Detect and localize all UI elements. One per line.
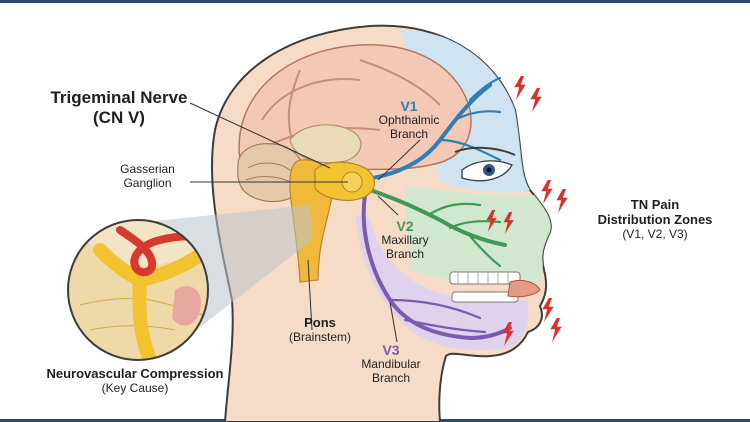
leader-lines: [189, 102, 421, 343]
gasserian-label: Gasserian Ganglion: [105, 162, 190, 191]
pons-label: Pons (Brainstem): [280, 315, 360, 345]
lightning-bolt-icon: [514, 76, 526, 100]
v2-name-1: Maxillary: [381, 233, 429, 248]
gasserian-ganglion: [314, 161, 375, 201]
nerve-branches: [358, 76, 512, 341]
compression-title: Neurovascular Compression: [46, 366, 224, 381]
v1-code: V1: [400, 98, 418, 114]
zones-subtitle: (V1, V2, V3): [622, 226, 688, 241]
v2-code: V2: [396, 218, 414, 234]
compression-subtitle: (Key Cause): [101, 380, 169, 395]
gasserian-line-1: Gasserian: [120, 162, 175, 176]
trigeminal-title: Trigeminal Nerve: [50, 88, 188, 107]
v3-leader: [389, 301, 398, 343]
zones-label: TN Pain Distribution Zones (V1, V2, V3): [580, 197, 730, 242]
v3-code: V3: [382, 342, 400, 358]
v3-name-2: Branch: [371, 370, 411, 385]
v1-leader: [377, 139, 421, 181]
v3-name-1: Mandibular: [361, 357, 421, 372]
lightning-bolt-icon: [556, 189, 568, 213]
gasserian-line-2: Ganglion: [123, 175, 172, 190]
compression-label: Neurovascular Compression (Key Cause): [30, 366, 240, 396]
trigeminal-subtitle: (CN V): [93, 107, 145, 127]
top-frame-bar: [0, 0, 750, 3]
pons-leader: [307, 259, 313, 331]
v1-label: V1 Ophthalmic Branch: [372, 98, 446, 142]
zones-title-2: Distribution Zones: [597, 211, 713, 227]
v2-zone: [405, 185, 551, 285]
eye: [454, 146, 516, 182]
v2-label: V2 Maxillary Branch: [374, 218, 436, 262]
pons-title: Pons: [304, 315, 336, 330]
lightning-bolt-icon: [550, 318, 562, 342]
zones-title-1: TN Pain: [630, 197, 680, 212]
v1-name-2: Branch: [389, 126, 429, 141]
lightning-bolt-icon: [542, 298, 554, 322]
lightning-bolt-icon: [541, 180, 553, 204]
pons-subtitle: (Brainstem): [288, 329, 351, 344]
lightning-bolt-icon: [530, 88, 542, 112]
trigeminal-leader: [189, 102, 331, 169]
v2-leader: [377, 195, 399, 216]
teeth-and-lips: [449, 271, 541, 303]
brain: [237, 44, 472, 203]
compression-inset: [67, 219, 209, 361]
v3-zone: [355, 215, 529, 351]
trigeminal-label: Trigeminal Nerve (CN V): [45, 88, 193, 127]
v2-name-2: Branch: [385, 246, 425, 261]
v3-label: V3 Mandibular Branch: [354, 342, 428, 386]
v1-name-1: Ophthalmic: [378, 113, 440, 128]
